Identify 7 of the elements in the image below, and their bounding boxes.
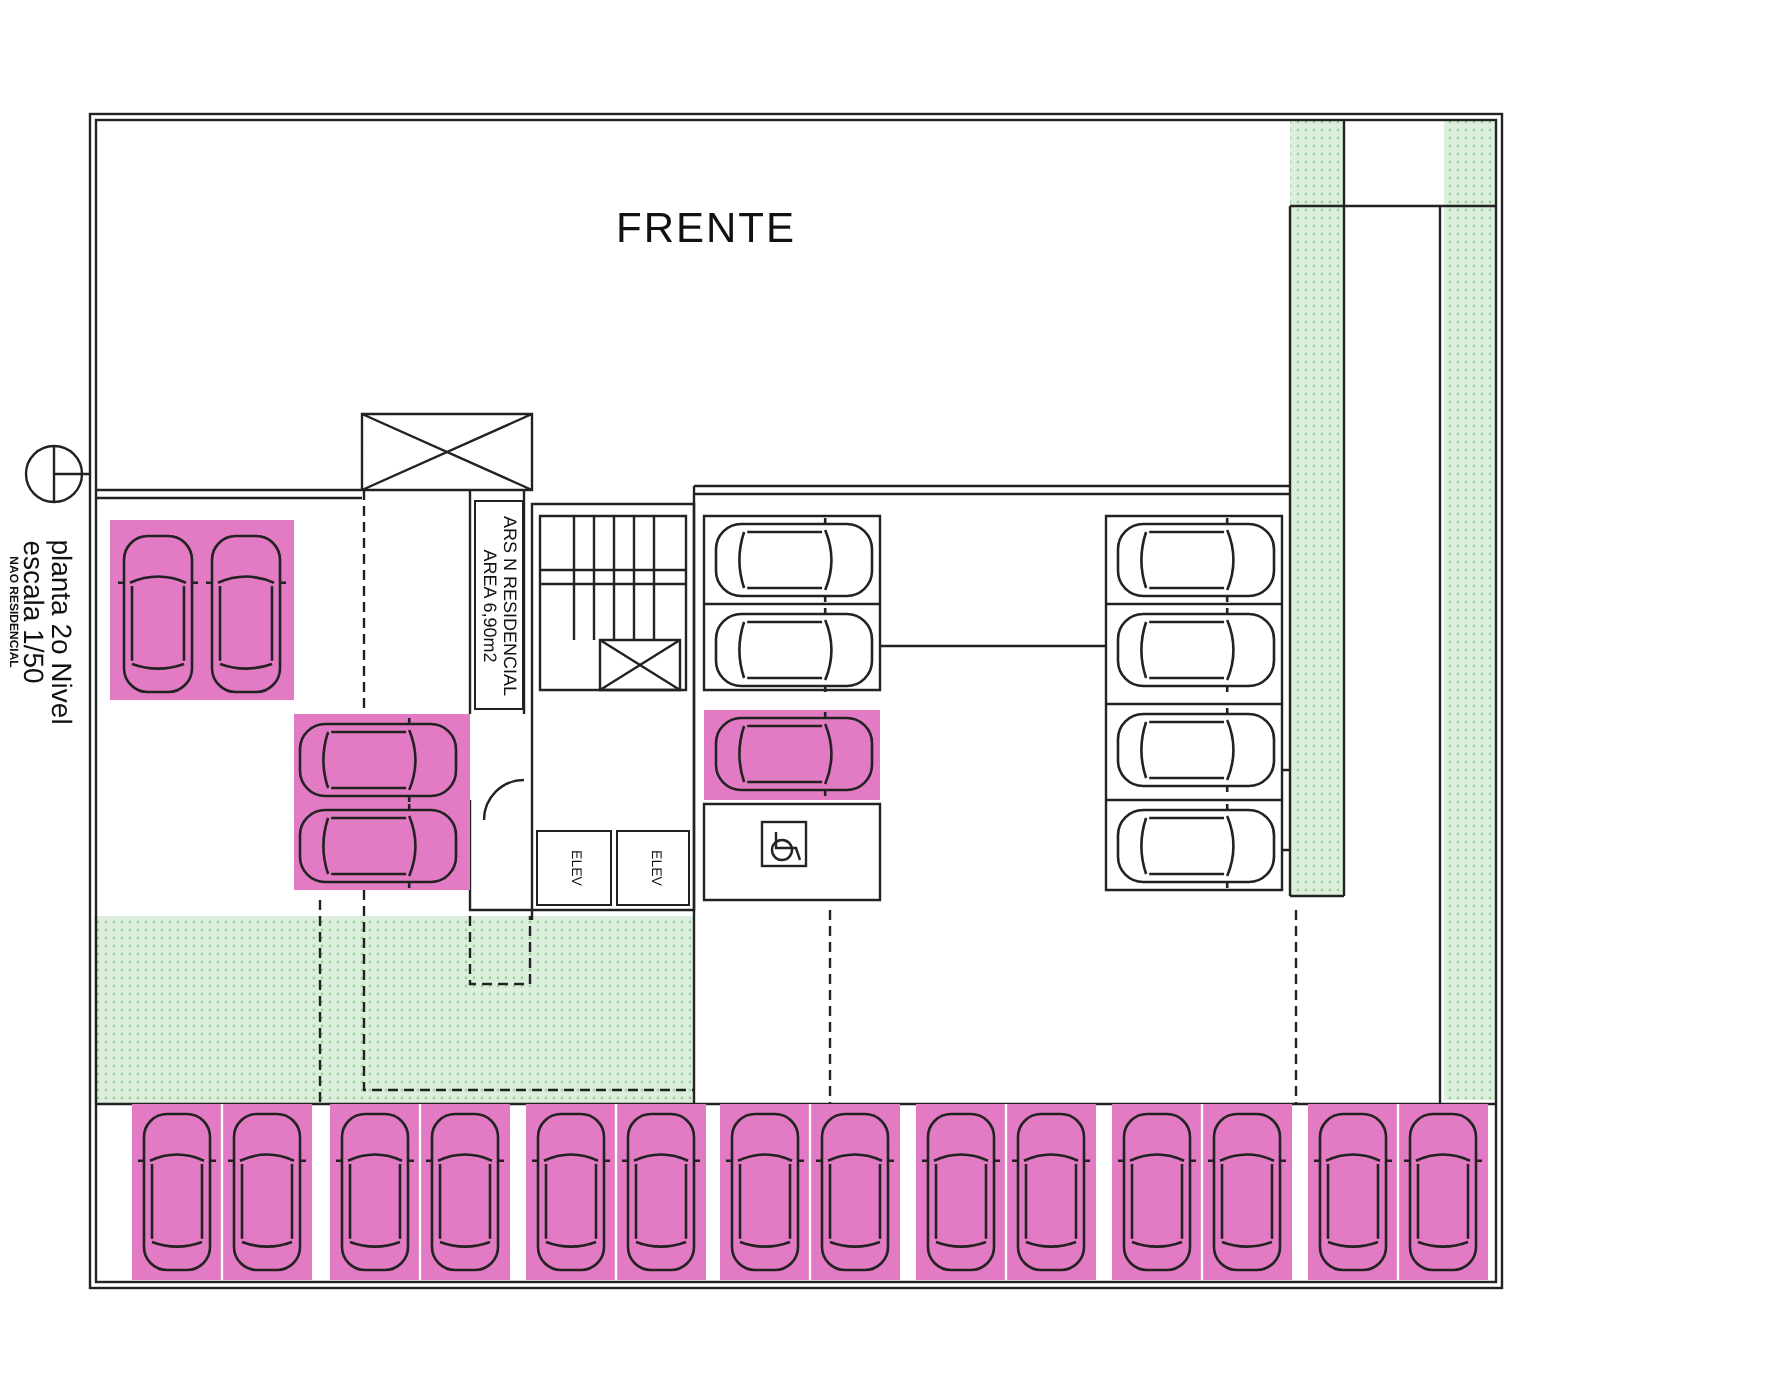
scale-label: escala 1/50 [18, 540, 50, 684]
plan-title: planta 2o Nivel [46, 539, 78, 725]
elevator-box [536, 830, 612, 906]
area-label: ARS N RESIDENCIAL AREA 6,90m2 [479, 512, 519, 700]
elevator-box [616, 830, 690, 906]
area-box [474, 500, 524, 710]
front-label: FRENTE [616, 206, 796, 254]
